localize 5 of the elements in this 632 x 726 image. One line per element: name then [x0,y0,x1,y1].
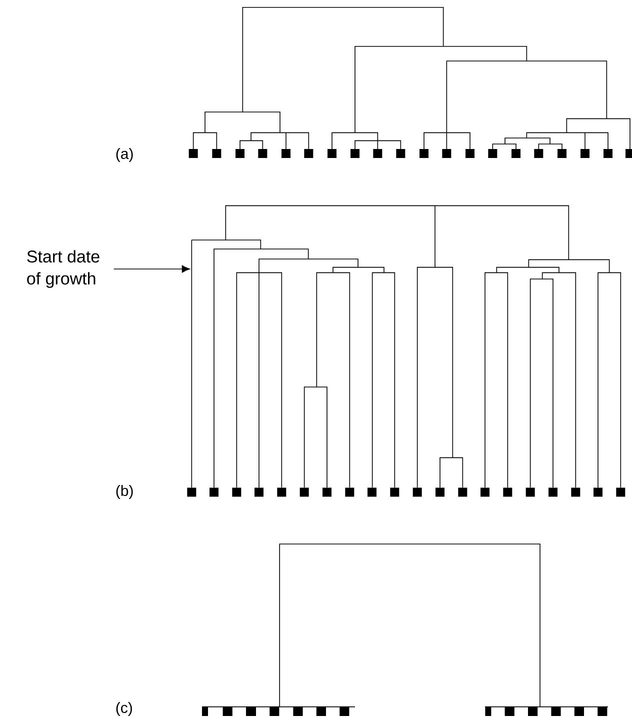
annotation-text: Start date of growth [27,250,100,288]
leader-arrow [113,265,190,273]
panel-label: (c) [116,702,132,716]
panel-label: (b) [116,485,133,499]
panel-label: (a) [116,148,133,162]
